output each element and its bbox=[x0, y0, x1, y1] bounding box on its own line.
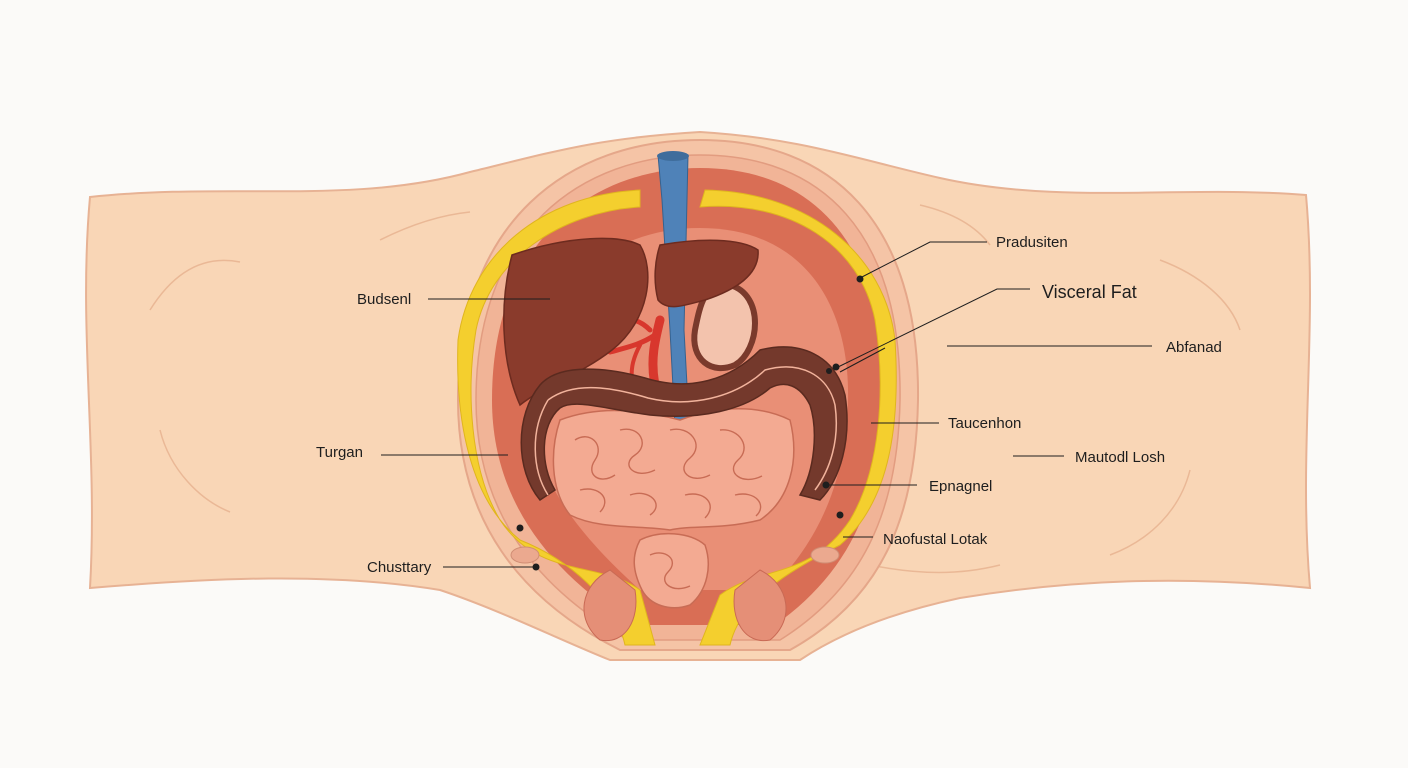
liver-lobe bbox=[654, 239, 759, 308]
skin-contour bbox=[159, 429, 231, 513]
label-naofustal-lotak: Naofustal Lotak bbox=[883, 531, 988, 548]
label-abfanad: Abfanad bbox=[1166, 339, 1222, 356]
colon-inner-line bbox=[534, 399, 549, 496]
leader-visceral-fat bbox=[835, 288, 1030, 369]
marker-dot bbox=[826, 368, 832, 374]
psoas-muscle-right bbox=[733, 569, 787, 642]
skin-contour bbox=[869, 564, 1001, 574]
skin-contour bbox=[919, 204, 991, 246]
skin-contour bbox=[1109, 469, 1191, 556]
fat-band-right bbox=[699, 189, 897, 646]
label-turgan: Turgan bbox=[316, 444, 363, 461]
leader-lines bbox=[381, 241, 1152, 568]
marker-dot bbox=[856, 275, 864, 283]
lower-muscle-right bbox=[810, 546, 840, 564]
leader-pradusiten bbox=[859, 241, 987, 279]
label-budseni: Budsenl bbox=[357, 291, 412, 308]
psoas-muscle-left bbox=[583, 569, 637, 642]
leader-abfanad-2 bbox=[839, 347, 886, 373]
marker-dot bbox=[822, 481, 830, 489]
label-chusttary: Chusttary bbox=[367, 559, 432, 576]
label-visceral-fat: Visceral Fat bbox=[1042, 282, 1137, 302]
renal-artery bbox=[607, 332, 658, 355]
colon bbox=[520, 346, 848, 501]
marker-dot bbox=[516, 524, 524, 532]
vena-cava-top bbox=[657, 151, 689, 161]
skin-contour bbox=[1159, 259, 1241, 331]
lower-muscle-left bbox=[510, 546, 540, 564]
intestine-folds bbox=[574, 428, 763, 590]
liver bbox=[503, 237, 649, 407]
label-mautodl-losh: Mautodl Losh bbox=[1075, 449, 1166, 466]
small-intestine bbox=[552, 408, 795, 609]
marker-dot bbox=[836, 511, 844, 519]
label-epnagnel: Epnagnel bbox=[929, 478, 993, 495]
marker-dot bbox=[532, 563, 540, 571]
marker-dot bbox=[832, 363, 840, 371]
colon-inner-line bbox=[547, 366, 838, 491]
marker-dots bbox=[516, 275, 864, 571]
skin-contour bbox=[379, 211, 471, 241]
label-pradusiten: Pradusiten bbox=[996, 234, 1068, 251]
label-taucenhon: Taucenhon bbox=[948, 415, 1022, 432]
skin-contour bbox=[149, 259, 241, 311]
aorta bbox=[648, 315, 665, 390]
